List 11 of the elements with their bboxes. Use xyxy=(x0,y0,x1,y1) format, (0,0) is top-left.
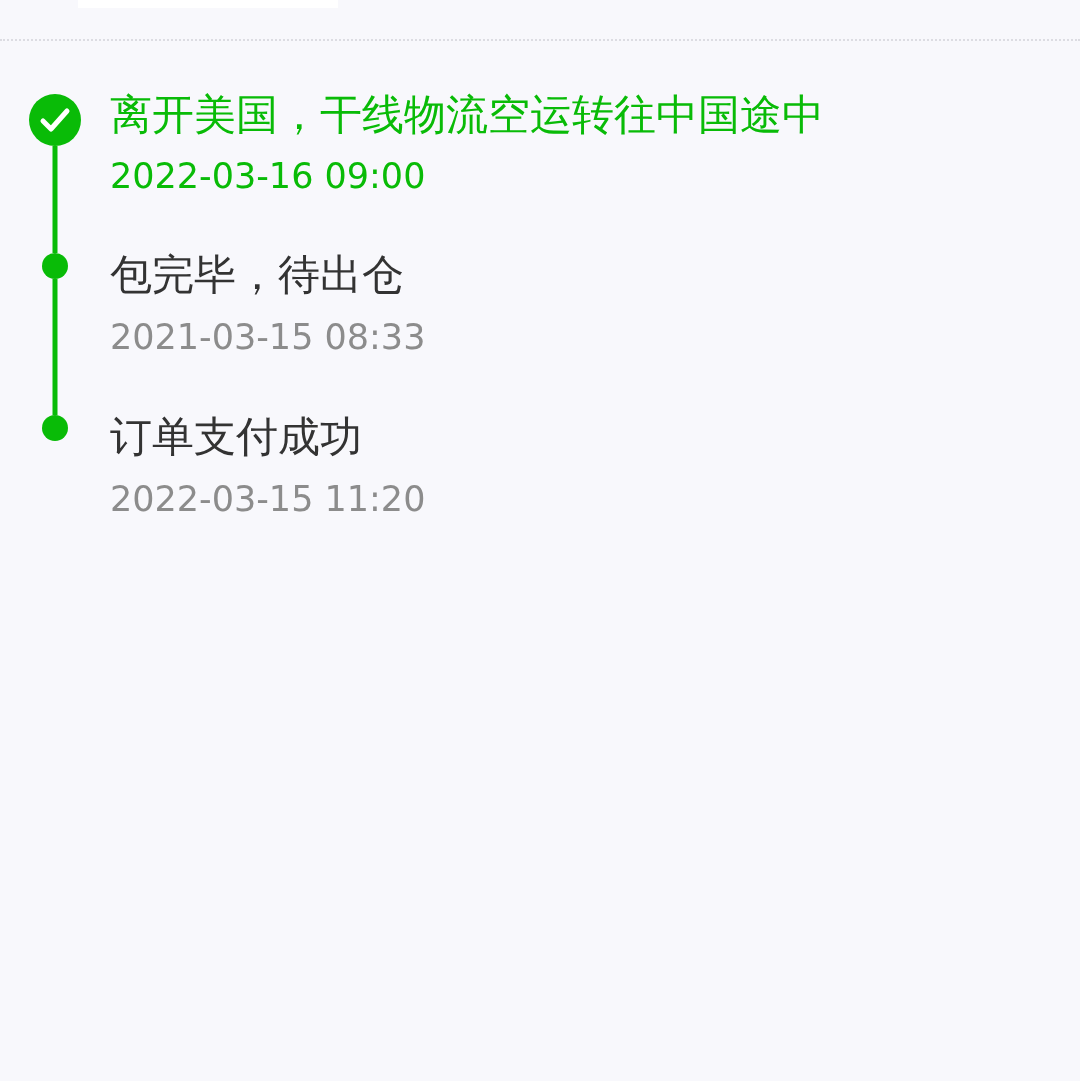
status-text: 离开美国，干线物流空运转往中国途中 xyxy=(110,90,824,140)
check-circle-icon xyxy=(29,94,81,146)
timeline-line xyxy=(52,279,58,415)
timestamp-text: 2021-03-15 08:33 xyxy=(110,316,426,358)
dot-icon xyxy=(42,415,68,441)
timestamp-text: 2022-03-15 11:20 xyxy=(110,478,426,520)
dot-icon xyxy=(42,253,68,279)
timeline-line xyxy=(52,146,58,253)
status-text: 包完毕，待出仓 xyxy=(110,250,404,300)
status-text: 订单支付成功 xyxy=(110,412,362,462)
timestamp-text: 2022-03-16 09:00 xyxy=(110,155,426,197)
